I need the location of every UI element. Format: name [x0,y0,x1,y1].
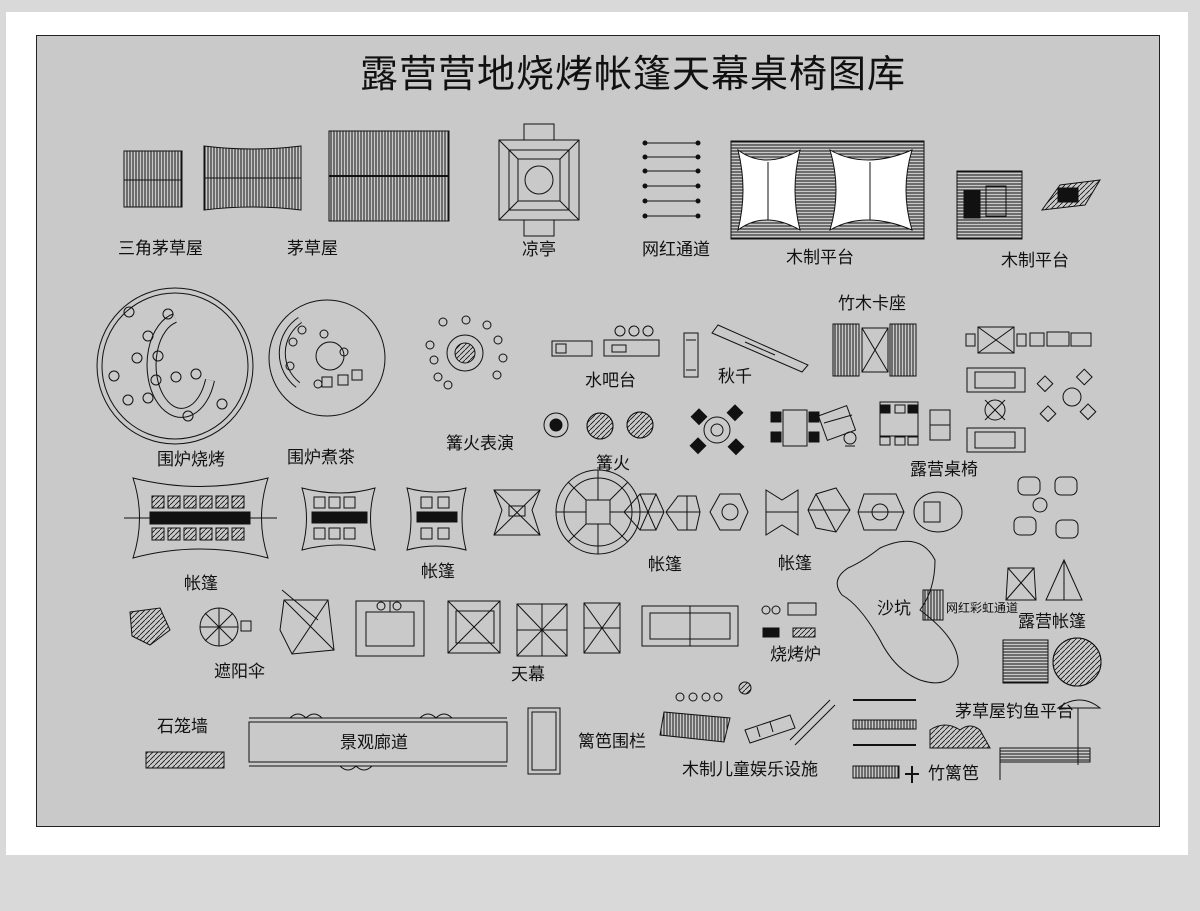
label-bamboo-booth: 竹木卡座 [838,294,906,314]
camp-table-chair-set-3 [1013,476,1079,539]
label-tent-4: 帐篷 [778,554,812,574]
label-thatched-hut: 茅草屋 [287,239,338,259]
label-tent-3: 帐篷 [648,555,682,575]
label-swing: 秋千 [718,367,752,387]
fence-symbol [527,707,561,775]
label-bonfire: 篝火 [596,454,630,474]
label-water-bar: 水吧台 [585,371,636,391]
label-fireside-tea: 围炉煮茶 [287,448,355,468]
kids-play-symbol [659,681,836,746]
camp-table-chair-set-1 [965,326,1092,453]
label-fireside-bbq: 围炉烧烤 [157,450,225,470]
bonfire-show-symbol [425,315,508,390]
label-parasol: 遮阳伞 [214,662,265,682]
pavilion-symbol [498,123,580,237]
label-influencer-path: 网红通道 [642,240,710,260]
rainbow-path-symbol [922,589,944,621]
label-landscape-corridor: 景观廊道 [340,733,408,753]
camp-table-rect-sets [770,401,951,447]
triangle-hut-symbol [123,150,183,208]
tent-small-symbol [406,487,467,551]
label-bbq-grill: 烧烤炉 [770,645,821,665]
tent-large-symbol [124,477,277,559]
label-tent-2: 帐篷 [421,562,455,582]
label-canopy: 天幕 [511,665,545,685]
water-bar-symbol [551,325,660,357]
parasol-2-symbol [279,589,335,655]
bamboo-booth-symbol [832,323,917,377]
tent-medium-symbol [301,487,376,551]
bonfire-symbol [543,411,654,440]
label-fence: 篱笆围栏 [578,732,646,752]
swing-symbol [683,324,809,378]
canopy-symbols [355,600,739,657]
label-triangle-hut: 三角茅草屋 [118,239,203,259]
influencer-path-symbol [642,140,701,219]
label-pavilion: 凉亭 [522,240,556,260]
fireside-tea-symbol [268,299,386,417]
label-tent-1: 帐篷 [184,574,218,594]
fireside-bbq-symbol [96,287,254,445]
camp-table-round-set [689,404,745,456]
label-bonfire-show: 篝火表演 [446,434,514,454]
camp-table-chair-set-2 [1036,368,1097,423]
tent-variants-symbols [493,469,963,555]
label-wood-platform-2: 木制平台 [1001,251,1069,271]
label-camp-tent: 露营帐篷 [1018,612,1086,632]
label-thatched-fishing-platform: 茅草屋钓鱼平台 [955,702,1074,722]
sandpit-symbol [836,540,959,684]
label-kids-play: 木制儿童娱乐设施 [682,760,818,780]
landscape-corridor-symbol [248,713,508,771]
parasol-symbol [129,607,252,647]
label-gabion-wall: 石笼墙 [157,717,208,737]
label-wood-platform-1: 木制平台 [786,248,854,268]
label-influencer-rainbow-path: 网红彩虹通道 [946,601,1019,615]
label-sandpit: 沙坑 [877,599,911,619]
thatched-fishing-platform-symbol [929,699,1102,780]
bbq-grill-symbol [761,602,817,638]
gabion-wall-symbol [145,751,225,769]
bamboo-fence-symbol [852,699,919,783]
wood-platform-1-symbol [730,140,925,240]
label-bamboo-fence: 竹篱笆 [928,764,979,784]
wood-platform-2-symbol [956,170,1101,240]
camp-tent-symbol [1002,558,1102,687]
page-title: 露营营地烧烤帐篷天幕桌椅图库 [360,52,907,96]
label-camp-table-chair: 露营桌椅 [910,460,978,480]
